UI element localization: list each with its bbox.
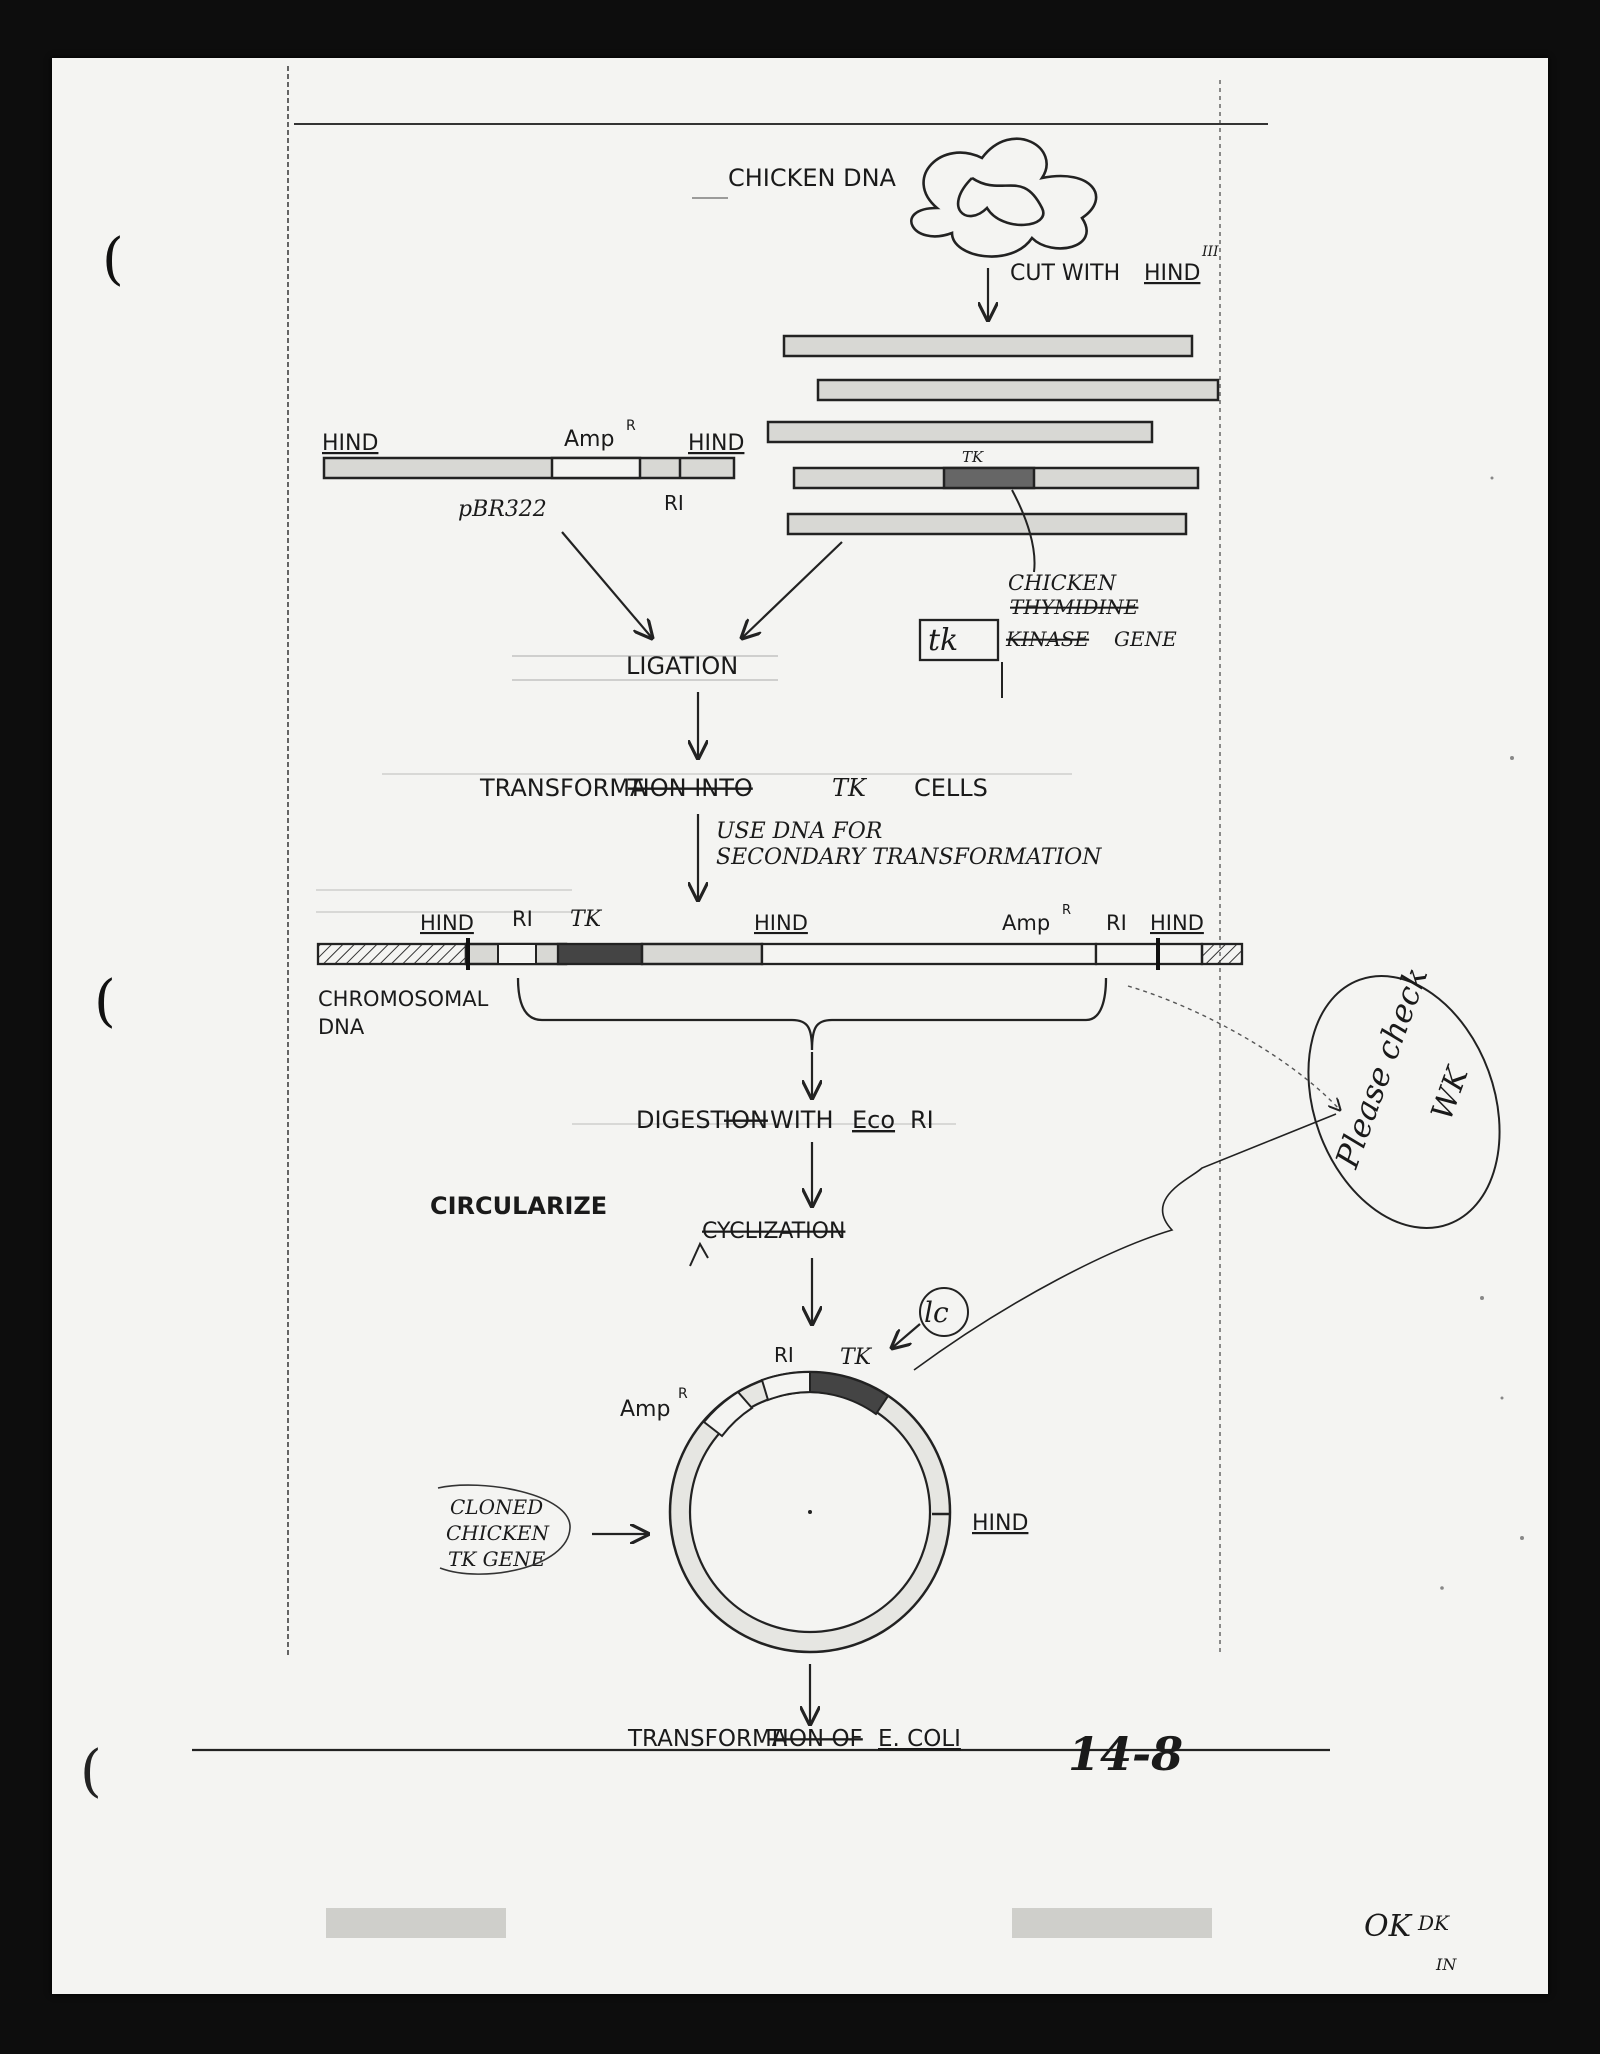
circle-hind: HIND	[972, 1511, 1028, 1536]
cloned-gene-label: CLONED CHICKEN TK GENE	[437, 1484, 648, 1575]
digestion-eco: Eco	[852, 1106, 895, 1134]
pbr322-label: pBR322	[458, 497, 547, 522]
in-mark: IN	[1435, 1955, 1457, 1974]
chromosomal-dna: HIND RI TK HIND Amp R RI HIND CHROMOSOMA…	[316, 889, 1244, 1098]
circularize-label: CIRCULARIZE	[430, 1192, 607, 1220]
cloned-line-3: TK GENE	[448, 1547, 546, 1571]
circle-ri: RI	[774, 1343, 794, 1367]
fragment-5	[786, 512, 1188, 536]
transformation-struck: TION INTO	[627, 774, 753, 802]
gene-word: GENE	[1114, 627, 1177, 651]
cut-roman-numeral: III	[1201, 244, 1219, 260]
cloned-line-1: CLONED	[450, 1495, 543, 1519]
chromosomal-label-2: DNA	[318, 1015, 365, 1039]
figure-number: 14-8	[1068, 1727, 1183, 1781]
use-dna-line-2: SECONDARY TRANSFORMATION	[716, 845, 1102, 870]
transformation-prefix: TRANSFORMA	[479, 774, 647, 802]
frame-lines	[192, 66, 1330, 1752]
ligation-label: LIGATION	[626, 652, 738, 680]
plasmid-ampr: Amp	[564, 427, 614, 452]
circle-ampr: Amp	[620, 1397, 670, 1422]
initials-text: WK	[1425, 1061, 1477, 1124]
cloned-line-2: CHICKEN	[446, 1521, 550, 1545]
pbr322-plasmid: HIND Amp R HIND pBR322 RI	[322, 418, 744, 522]
chicken-word: CHICKEN	[1008, 571, 1117, 595]
thymidine-struck: THYMIDINE	[1010, 595, 1139, 619]
please-check-note: Please check WK	[913, 962, 1501, 1371]
margin-marks: OK DK IN	[1364, 1909, 1457, 1974]
chrom-hind-2: HIND	[754, 911, 808, 935]
svg-text:(: (	[94, 969, 116, 1034]
chrom-hind-3: HIND	[1150, 911, 1204, 935]
binder-hole-marks: ( ( (	[80, 227, 124, 1804]
final-struck: TION OF	[767, 1726, 863, 1752]
digestion-struck: ION	[724, 1106, 768, 1134]
chicken-dna-label: CHICKEN DNA	[728, 164, 897, 192]
cut-hind-label: HIND	[1144, 261, 1200, 286]
cloning-diagram: ( ( ( CHICKEN DNA CUT WITH HIND III TK C…	[80, 66, 1524, 1974]
chrom-hind-1: HIND	[420, 911, 474, 935]
use-dna-line-1: USE DNA FOR	[716, 819, 882, 844]
cut-with-label: CUT WITH	[1010, 261, 1120, 286]
tk-boxed: tk	[928, 623, 958, 658]
plasmid-ampr-sup: R	[626, 418, 636, 434]
digestion-step: DIGEST ION WITH Eco RI	[572, 1106, 956, 1206]
fragment-1	[782, 334, 1194, 358]
plasmid-hind-right: HIND	[688, 431, 744, 456]
chrom-ri-1: RI	[512, 907, 533, 931]
chrom-ampr-sup: R	[1062, 903, 1071, 918]
ampr-segment	[550, 456, 642, 480]
circular-plasmid: RI TK Amp R HIND lc	[620, 1287, 1028, 1654]
digestion-prefix: DIGEST	[636, 1106, 726, 1134]
svg-text:(: (	[80, 1739, 102, 1804]
tk-minus: TK	[832, 774, 868, 802]
svg-text:(: (	[102, 227, 124, 292]
dk-mark: DK	[1417, 1911, 1450, 1935]
final-transformation-step: TRANSFORMA TION OF E. COLI 14-8	[627, 1664, 1183, 1781]
pbr322-bar	[322, 456, 736, 480]
chicken-dna-fragments: TK	[766, 334, 1220, 573]
photocopy-specks	[326, 476, 1524, 1938]
fragment-3	[766, 420, 1154, 444]
plasmid-hind-left: HIND	[322, 431, 378, 456]
chromosome-ampr-segment	[1094, 942, 1160, 966]
transformation-step: TRANSFORMA TION INTO TK CELLS USE DNA FO…	[382, 773, 1102, 900]
cells-label: CELLS	[914, 774, 988, 802]
chrom-ri-2: RI	[1106, 911, 1127, 935]
chicken-tk-gene-label: CHICKEN THYMIDINE tk KINASE GENE	[918, 571, 1177, 698]
please-check-text: Please check	[1327, 962, 1435, 1173]
chromosome-hatched-left	[316, 942, 468, 966]
final-ecoli: E. COLI	[878, 1726, 961, 1752]
chromosomal-label-1: CHROMOSOMAL	[318, 987, 489, 1011]
tk-gene-segment	[942, 466, 1036, 490]
chrom-tk: TK	[570, 907, 603, 932]
plasmid-ri: RI	[664, 491, 684, 515]
lc-annotation: lc	[924, 1296, 949, 1329]
chrom-ampr: Amp	[1002, 911, 1050, 935]
circle-ampr-sup: R	[678, 1386, 688, 1402]
digestion-with: WITH	[770, 1106, 834, 1134]
tk-fragment-label: TK	[962, 448, 984, 466]
ligation-arrows	[561, 531, 843, 638]
document-sheet: ( ( ( CHICKEN DNA CUT WITH HIND III TK C…	[52, 58, 1548, 1994]
circularize-step: CIRCULARIZE CYCLIZATION	[430, 1192, 845, 1324]
ok-mark: OK	[1364, 1909, 1413, 1944]
ligation-step: LIGATION	[512, 652, 778, 758]
fragment-2	[816, 378, 1220, 402]
cyclization-struck: CYCLIZATION	[702, 1219, 845, 1244]
final-prefix: TRANSFORMA	[627, 1726, 788, 1752]
kinase-struck: KINASE	[1005, 627, 1089, 651]
digestion-ri: RI	[910, 1106, 934, 1134]
chromosome-tk-segment	[556, 942, 644, 966]
chicken-dna-tangle: CHICKEN DNA	[692, 137, 1098, 258]
circle-tk: TK	[840, 1345, 873, 1370]
cut-step: CUT WITH HIND III	[988, 244, 1219, 320]
